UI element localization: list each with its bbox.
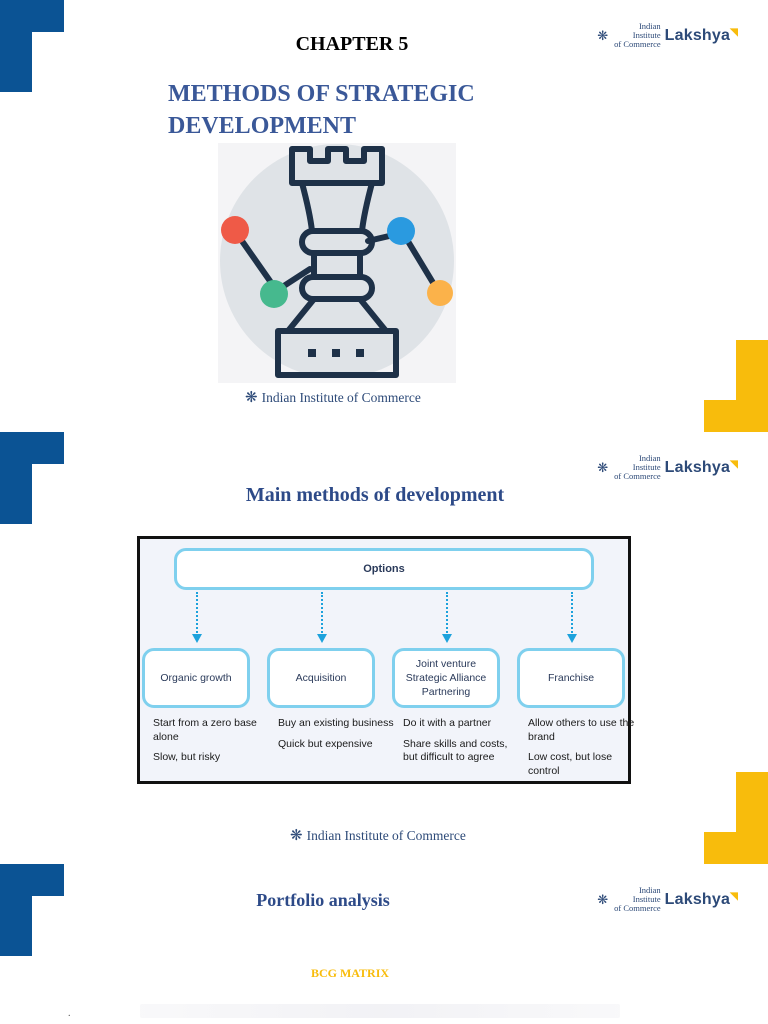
snowflake-icon: ❋ [290,828,303,844]
option-franchise: Franchise [517,648,625,708]
corner-bracket-top-left [0,0,64,92]
snowflake-icon: ❋ [245,390,258,406]
option-description: Buy an existing business Quick but expen… [278,717,394,750]
snowflake-icon: ❋ [597,460,609,475]
corner-bracket-top-left [0,864,64,956]
options-box: Options [174,548,594,590]
snowflake-icon: ❋ [597,28,609,43]
slide-title: METHODS OF STRATEGIC DEVELOPMENT [168,81,475,139]
corner-bracket-bottom-right [704,772,768,864]
connector-line [196,592,198,636]
arrow-down-icon [442,634,452,643]
lakshya-logo-text: Lakshya◥ [664,458,738,476]
development-options-diagram: Options Organic growth Acquisition Joint… [137,536,634,784]
footer-brand: ❋ Indian Institute of Commerce [245,389,421,407]
footer-brand: ❋ Indian Institute of Commerce [290,827,466,845]
faded-text-block [140,1004,620,1018]
slide-subtitle: BCG MATRIX [310,966,390,980]
connector-line [571,592,573,636]
option-description: Allow others to use the brand Low cost, … [528,717,635,777]
corner-bracket-top-left [0,432,64,524]
option-description: Start from a zero base alone Slow, but r… [153,717,257,763]
connector-line [321,592,323,636]
chapter-label: CHAPTER 5 [295,33,409,55]
connector-line [446,592,448,636]
bullet-marker: . [68,1008,71,1019]
lakshya-logo-text: Lakshya◥ [664,26,738,44]
chess-rook-strategy-icon [218,143,456,383]
arrow-down-icon [317,634,327,643]
option-joint-venture: Joint venture Strategic Alliance Partner… [392,648,500,708]
option-organic-growth: Organic growth [142,648,250,708]
snowflake-icon: ❋ [597,892,609,907]
option-description: Do it with a partner Share skills and co… [403,717,508,763]
slide-title: Main methods of development [245,484,505,506]
option-acquisition: Acquisition [267,648,375,708]
arrow-down-icon [192,634,202,643]
corner-bracket-bottom-right [704,340,768,432]
slide-title: Portfolio analysis [256,890,390,910]
lakshya-logo-text: Lakshya◥ [664,890,738,908]
arrow-down-icon [567,634,577,643]
